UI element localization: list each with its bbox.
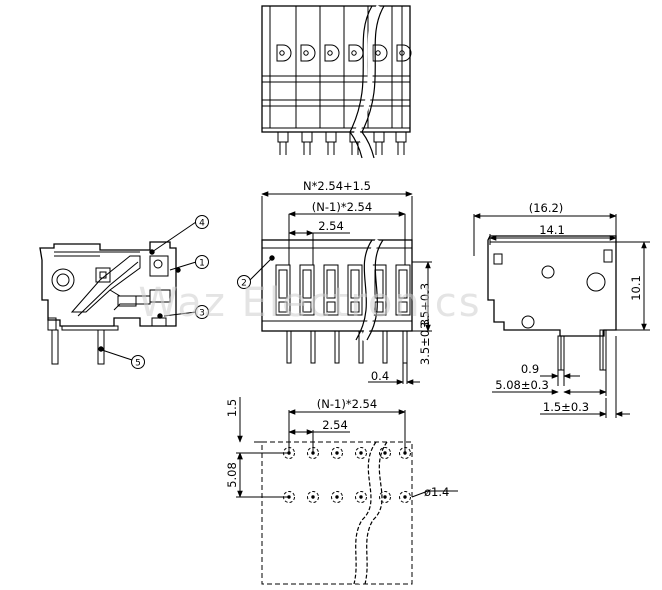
- callout-3: 3: [199, 309, 205, 319]
- dim-pitch: 2.54: [318, 219, 344, 233]
- callout-3-circle: [195, 305, 209, 319]
- callout-1-circle: [195, 255, 209, 269]
- pcb-layout-view: [236, 397, 458, 585]
- top-view-pins: [277, 131, 407, 155]
- dim-pin-gap: 0.9: [521, 362, 539, 376]
- callout-1: 1: [199, 259, 205, 269]
- dim-height-b: 3.5±0.3: [418, 319, 432, 365]
- dim-hole-dia: ø1.4: [424, 485, 449, 499]
- dim-pin-row-span: 5.08±0.3: [495, 378, 549, 392]
- callout-5: 5: [135, 359, 141, 369]
- callout-2-circle: [237, 275, 251, 289]
- dim-pin-offset: 1.5±0.3: [543, 400, 589, 414]
- dim-pcb-edge: 1.5: [225, 399, 239, 417]
- dim-side-height: 10.1: [629, 275, 643, 301]
- front-view: [261, 191, 432, 385]
- dim-side-depth: (16.2): [529, 201, 564, 215]
- front-view-pins: [286, 330, 408, 364]
- top-view-windows: [276, 44, 412, 62]
- callout-5-circle: [131, 355, 145, 369]
- dim-pcb-pitch: 2.54: [322, 418, 348, 432]
- dim-side-body: 14.1: [539, 223, 565, 237]
- dim-pcb-pitch-span: (N-1)*2.54: [317, 397, 377, 411]
- dim-pcb-row-span: 5.08: [225, 462, 239, 488]
- dim-pitch-span: (N-1)*2.54: [312, 200, 372, 214]
- dim-pin-width: 0.4: [371, 369, 389, 383]
- watermark: Waz Electronics: [138, 280, 481, 326]
- callouts: [131, 215, 251, 369]
- dim-height-a: 3.5+0.3: [418, 283, 432, 329]
- pcb-holes: [283, 447, 411, 503]
- right-side-view: [473, 213, 650, 418]
- left-side-view: [39, 221, 275, 365]
- dim-overall-width: N*2.54+1.5: [303, 179, 371, 193]
- callout-2: 2: [241, 279, 247, 289]
- top-view: [261, 4, 412, 159]
- callout-4-circle: [195, 215, 209, 229]
- front-view-slots: [275, 264, 411, 316]
- callout-4: 4: [199, 219, 205, 229]
